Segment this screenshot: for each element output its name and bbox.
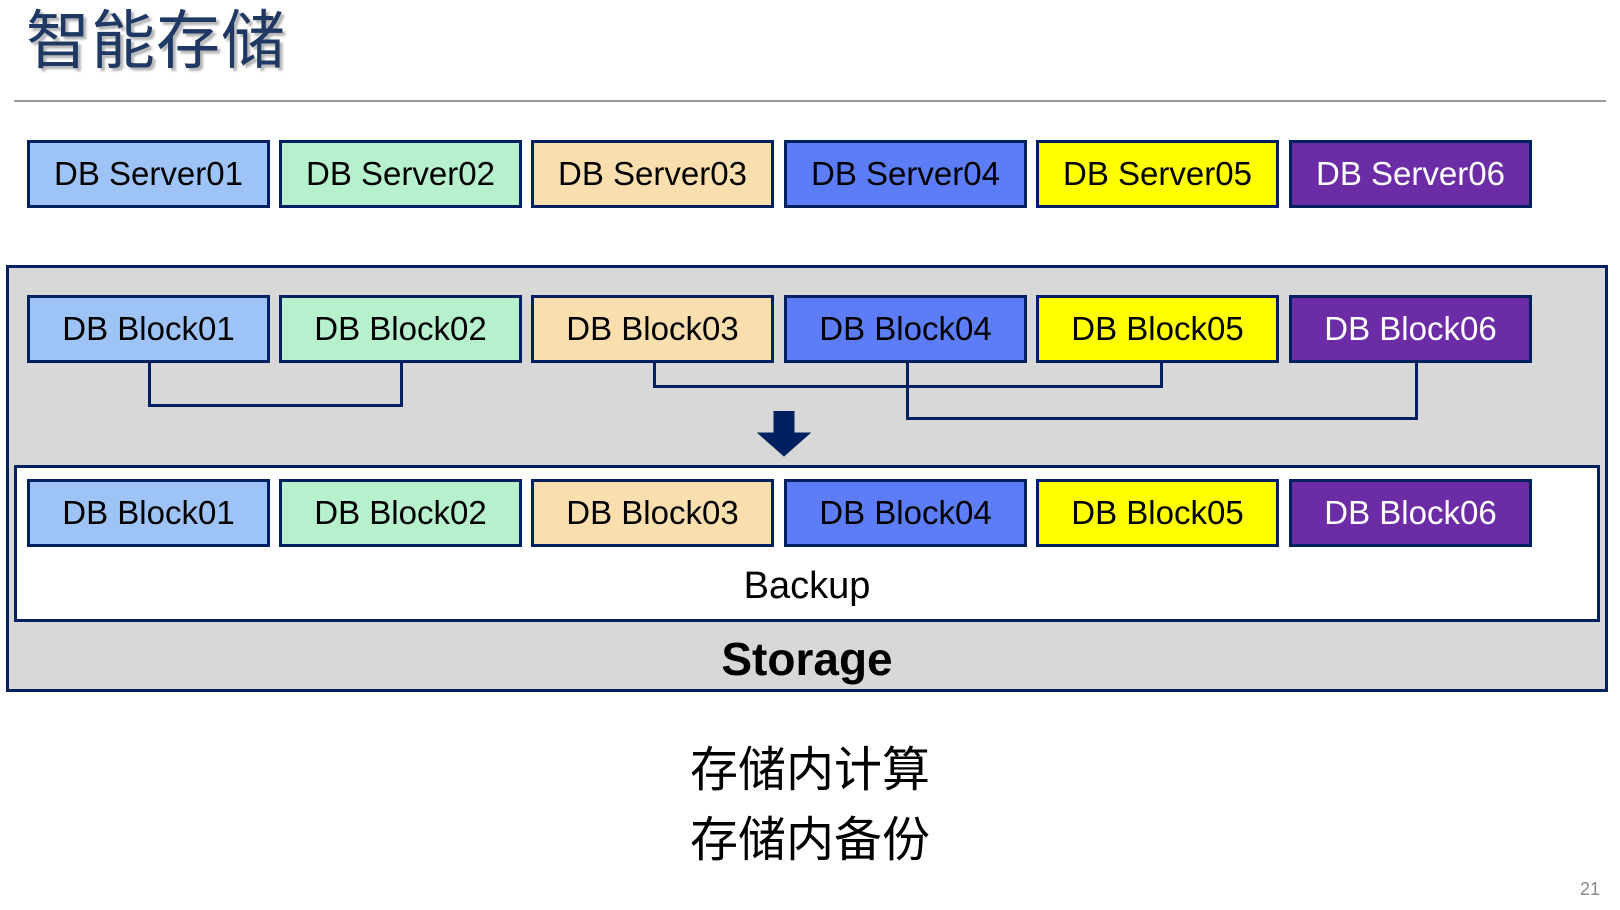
db-block-box-label: DB Block06 — [1324, 310, 1497, 347]
db-server-box-label: DB Server03 — [558, 155, 747, 192]
db-block-backup-box-label: DB Block04 — [819, 494, 992, 531]
db-block-box-label: DB Block05 — [1071, 310, 1244, 347]
db-block-box-label: DB Block01 — [62, 310, 235, 347]
db-block-backup-box-1[interactable]: DB Block01 — [27, 479, 270, 547]
db-block-box-6[interactable]: DB Block06 — [1289, 295, 1532, 363]
connector-drop-block02 — [400, 363, 403, 407]
db-server-box-3[interactable]: DB Server03 — [531, 140, 774, 208]
title-divider — [14, 100, 1606, 102]
db-block-backup-box-2[interactable]: DB Block02 — [279, 479, 522, 547]
db-server-box-5[interactable]: DB Server05 — [1036, 140, 1279, 208]
db-block-box-5[interactable]: DB Block05 — [1036, 295, 1279, 363]
db-block-box-1[interactable]: DB Block01 — [27, 295, 270, 363]
db-block-backup-box-5[interactable]: DB Block05 — [1036, 479, 1279, 547]
page-title: 智能存储 — [26, 5, 286, 77]
caption-line-1: 存储内计算 — [689, 744, 930, 797]
db-block-box-4[interactable]: DB Block04 — [784, 295, 1027, 363]
connector-join-block04-block06 — [906, 417, 1418, 420]
db-server-box-2[interactable]: DB Server02 — [279, 140, 522, 208]
db-server-box-6[interactable]: DB Server06 — [1289, 140, 1532, 208]
backup-label: Backup — [743, 565, 871, 607]
db-server-box-label: DB Server02 — [306, 155, 495, 192]
db-block-backup-box-label: DB Block06 — [1324, 494, 1497, 531]
db-block-box-3[interactable]: DB Block03 — [531, 295, 774, 363]
page-number: 21 — [1579, 879, 1600, 899]
db-block-box-label: DB Block03 — [566, 310, 739, 347]
connector-drop-block03 — [653, 363, 656, 388]
db-block-box-label: DB Block04 — [819, 310, 992, 347]
db-server-box-1[interactable]: DB Server01 — [27, 140, 270, 208]
db-block-backup-box-4[interactable]: DB Block04 — [784, 479, 1027, 547]
db-block-box-2[interactable]: DB Block02 — [279, 295, 522, 363]
db-block-backup-box-6[interactable]: DB Block06 — [1289, 479, 1532, 547]
down-arrow-icon — [756, 410, 812, 457]
db-block-box-label: DB Block02 — [314, 310, 487, 347]
db-block-backup-box-label: DB Block05 — [1071, 494, 1244, 531]
connector-drop-block06 — [1415, 363, 1418, 420]
connector-join-block01-block02 — [148, 404, 403, 407]
db-server-box-label: DB Server05 — [1063, 155, 1252, 192]
connector-drop-block05 — [1160, 363, 1163, 388]
connector-drop-block01 — [148, 363, 151, 407]
db-block-backup-box-label: DB Block03 — [566, 494, 739, 531]
db-block-backup-box-label: DB Block01 — [62, 494, 235, 531]
caption-line-2: 存储内备份 — [689, 814, 930, 868]
connector-drop-block04 — [906, 363, 909, 420]
db-server-box-label: DB Server06 — [1316, 155, 1505, 192]
caption-block: 存储内计算 存储内备份 — [0, 736, 1620, 876]
db-block-backup-box-label: DB Block02 — [314, 494, 487, 531]
db-server-box-4[interactable]: DB Server04 — [784, 140, 1027, 208]
db-server-box-label: DB Server04 — [811, 155, 1000, 192]
db-server-box-label: DB Server01 — [54, 155, 243, 192]
db-block-backup-box-3[interactable]: DB Block03 — [531, 479, 774, 547]
storage-label: Storage — [721, 633, 893, 685]
